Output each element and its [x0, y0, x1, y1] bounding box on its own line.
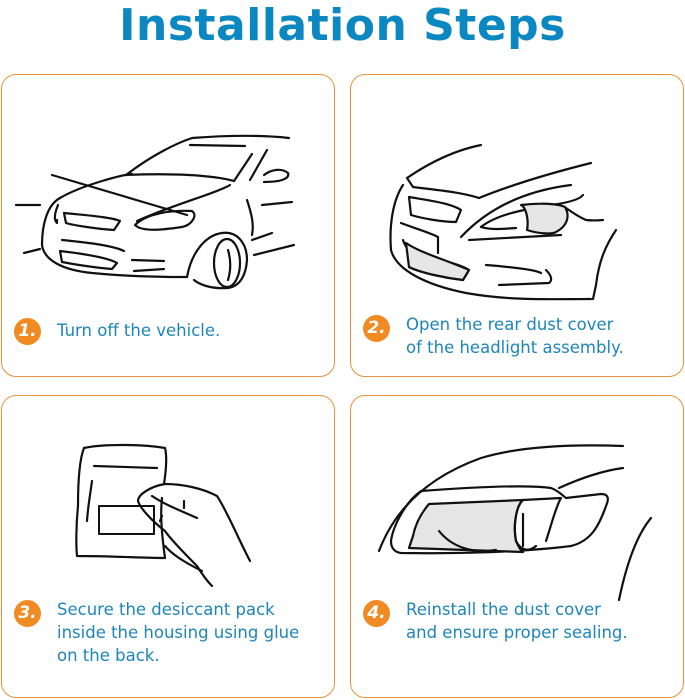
headlight-closeup-icon [351, 396, 683, 606]
step-2: 2. Open the rear dust cover of the headl… [363, 313, 624, 359]
step-card-3: 3. Secure the desiccant pack inside the … [1, 395, 335, 698]
desiccant-pack-hand-icon [2, 396, 334, 606]
step-number-badge: 4. [363, 600, 390, 627]
step-text: Open the rear dust cover of the headligh… [406, 315, 624, 357]
step-text: Reinstall the dust cover and ensure prop… [406, 600, 628, 642]
step-1: 1. Turn off the vehicle. [14, 316, 220, 345]
step-card-4: 4. Reinstall the dust cover and ensure p… [350, 395, 684, 698]
headlight-assembly-icon [351, 75, 683, 305]
step-card-2: 2. Open the rear dust cover of the headl… [350, 74, 684, 377]
step-text: Turn off the vehicle. [57, 321, 221, 340]
step-number-badge: 1. [14, 318, 41, 345]
step-3: 3. Secure the desiccant pack inside the … [14, 598, 299, 667]
step-card-1: 1. Turn off the vehicle. [1, 74, 335, 377]
step-text: Secure the desiccant pack inside the hou… [57, 600, 300, 665]
step-number-badge: 2. [363, 315, 390, 342]
page-title: Installation Steps [119, 0, 566, 51]
car-front-icon [2, 75, 334, 305]
step-number-badge: 3. [14, 600, 41, 627]
step-4: 4. Reinstall the dust cover and ensure p… [363, 598, 628, 644]
